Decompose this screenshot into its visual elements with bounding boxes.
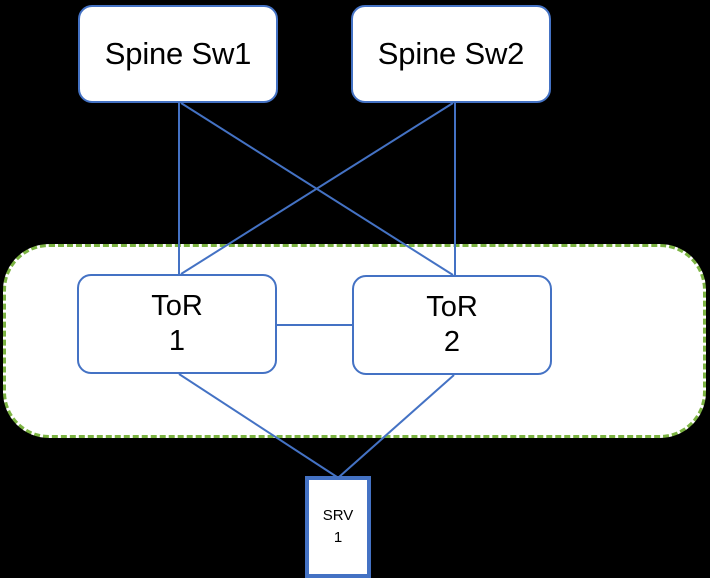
node-tor-1[interactable]: ToR 1 — [77, 274, 277, 374]
node-tor-2-index: 2 — [443, 326, 461, 358]
node-srv-1-index: 1 — [333, 529, 343, 546]
node-tor-2-label: ToR — [426, 290, 478, 323]
node-spine-sw1[interactable]: Spine Sw1 — [78, 5, 278, 103]
link-tor2-srv1 — [338, 374, 455, 478]
node-tor-1-index: 1 — [168, 325, 186, 357]
node-tor-2[interactable]: ToR 2 — [352, 275, 552, 375]
node-srv-1-label: SRV — [322, 506, 354, 524]
node-spine-sw2[interactable]: Spine Sw2 — [351, 5, 551, 103]
node-spine-sw2-label: Spine Sw2 — [377, 35, 525, 71]
l2-domain-label: L2 Domain — [557, 529, 688, 559]
link-spine2-tor1 — [180, 102, 454, 275]
node-srv-1[interactable]: SRV 1 — [305, 476, 371, 578]
link-tor1-srv1 — [178, 373, 338, 478]
node-spine-sw1-label: Spine Sw1 — [104, 35, 252, 71]
node-tor-1-label: ToR — [151, 289, 203, 322]
